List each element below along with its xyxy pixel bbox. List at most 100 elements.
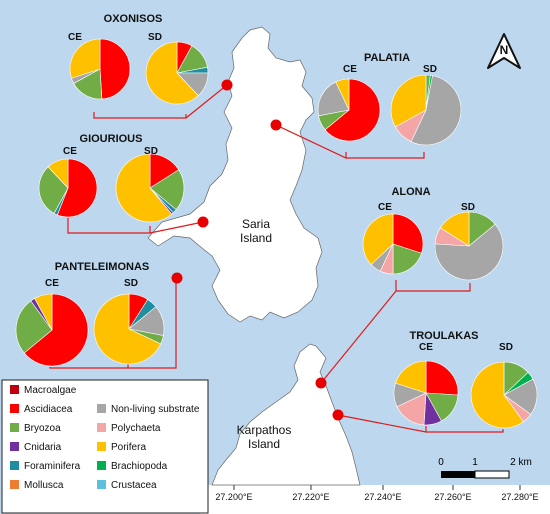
legend-item-macroalgae: Macroalgae bbox=[10, 385, 77, 396]
pie-slice-porifera bbox=[335, 78, 350, 111]
pie-slice-ascidiacea bbox=[99, 38, 131, 100]
pie-slice-ascidiacea bbox=[425, 360, 459, 396]
saria-island bbox=[147, 26, 323, 323]
scale-bar-black bbox=[441, 471, 475, 478]
site-title: PANTELEIMONAS bbox=[55, 261, 150, 273]
pie-slice-ascidiacea bbox=[324, 78, 381, 142]
legend-label: Mollusca bbox=[24, 480, 64, 491]
connector-panteleimonas bbox=[49, 278, 177, 369]
legend-item-brachiopoda: Brachiopoda bbox=[97, 461, 168, 472]
pie-slice-porifera bbox=[93, 293, 162, 365]
pie-slice-non-living-substrate bbox=[317, 81, 350, 117]
legend-swatch bbox=[97, 423, 106, 432]
scale-bar-white bbox=[474, 470, 510, 479]
legend-swatch bbox=[97, 442, 106, 451]
legend-item-mollusca: Mollusca bbox=[10, 480, 64, 491]
axis-strip bbox=[200, 485, 550, 514]
lon-tick-4: 27.280°E bbox=[501, 492, 538, 502]
sd-label: SD bbox=[124, 278, 138, 289]
oxonisos-sd-pie bbox=[145, 41, 209, 105]
ce-label: CE bbox=[343, 64, 357, 75]
site-title: OXONISOS bbox=[104, 13, 163, 25]
ce-label: CE bbox=[45, 278, 59, 289]
legend-label: Non-living substrate bbox=[111, 404, 200, 415]
legend-label: Porifera bbox=[111, 442, 146, 453]
site-marker-alona bbox=[315, 377, 327, 389]
legend-swatch bbox=[10, 385, 19, 394]
pie-slice-porifera bbox=[47, 158, 69, 189]
sd-label: SD bbox=[148, 32, 162, 43]
pie-slice-porifera bbox=[470, 361, 524, 429]
panteleimonas-ce-pie bbox=[15, 293, 89, 367]
scale-tick-2: 2 km bbox=[510, 457, 532, 468]
giourious-ce-pie bbox=[38, 158, 98, 218]
legend-swatch bbox=[10, 480, 19, 489]
lon-tick-0: 27.200°E bbox=[215, 492, 252, 502]
alona-sd-pie bbox=[434, 211, 504, 281]
legend-item-cnidaria: Cnidaria bbox=[10, 442, 62, 453]
site-marker-oxonisos bbox=[221, 79, 233, 91]
oxonisos-ce-pie bbox=[69, 38, 131, 100]
pie-slice-non-living-substrate bbox=[410, 75, 462, 146]
connector-palatia bbox=[275, 124, 425, 159]
sd-label: SD bbox=[423, 64, 437, 75]
site-marker-panteleimonas bbox=[171, 272, 183, 284]
pie-slice-porifera bbox=[145, 41, 199, 105]
troulakas-ce-pie bbox=[393, 360, 459, 426]
scale-bar: 0 1 2 km bbox=[438, 457, 532, 479]
connector-giourious bbox=[67, 218, 204, 234]
site-title: PALATIA bbox=[364, 52, 410, 64]
legend-item-ascidiacea: Ascidiacea bbox=[10, 404, 73, 415]
palatia-sd-pie bbox=[390, 74, 462, 146]
legend-swatch bbox=[10, 423, 19, 432]
legend-label: Foraminifera bbox=[24, 461, 81, 472]
legend-item-polychaeta: Polychaeta bbox=[97, 423, 161, 434]
legend-label: Polychaeta bbox=[111, 423, 161, 434]
site-panteleimonas: PANTELEIMONAS CE SD bbox=[15, 261, 165, 367]
longitude-axis: 27.200°E 27.220°E 27.240°E 27.260°E 27.2… bbox=[215, 485, 539, 502]
ce-label: CE bbox=[419, 342, 433, 353]
sd-label: SD bbox=[461, 202, 475, 213]
legend-label: Brachiopoda bbox=[111, 461, 168, 472]
connectors bbox=[49, 79, 504, 433]
site-palatia: PALATIA CE SD bbox=[317, 52, 462, 146]
troulakas-sd-pie bbox=[470, 361, 538, 429]
pie-slice-bryozoa bbox=[38, 166, 69, 214]
legend-label: Ascidiacea bbox=[24, 404, 73, 415]
legend-item-crustacea: Crustacea bbox=[97, 480, 157, 491]
pie-slice-bryozoa bbox=[15, 300, 53, 354]
legend-label: Bryozoa bbox=[24, 423, 61, 434]
connector-oxonisos bbox=[93, 84, 228, 119]
pie-slice-bryozoa bbox=[149, 169, 185, 211]
north-arrow: N bbox=[487, 33, 521, 69]
legend-label: Cnidaria bbox=[24, 442, 62, 453]
legend-item-porifera: Porifera bbox=[97, 442, 146, 453]
panteleimonas-sd-pie bbox=[93, 293, 165, 365]
legend-label: Crustacea bbox=[111, 480, 157, 491]
site-marker-palatia bbox=[270, 119, 282, 131]
site-title: GIOURIOUS bbox=[80, 133, 143, 145]
legend-item-bryozoa: Bryozoa bbox=[10, 423, 61, 434]
pie-slice-ascidiacea bbox=[56, 158, 98, 218]
pie-slice-ascidiacea bbox=[23, 293, 89, 367]
pie-slice-porifera bbox=[115, 153, 173, 223]
scale-tick-0: 0 bbox=[438, 457, 444, 468]
pie-slice-porifera bbox=[439, 211, 470, 247]
legend-item-non-living-substrate: Non-living substrate bbox=[97, 404, 200, 415]
legend-swatch bbox=[10, 404, 19, 413]
legend-swatch bbox=[97, 480, 106, 489]
pie-slice-porifera bbox=[390, 74, 427, 128]
ce-label: CE bbox=[63, 146, 77, 157]
site-marker-giourious bbox=[197, 216, 209, 228]
alona-ce-pie bbox=[362, 213, 424, 275]
site-title: TROULAKAS bbox=[409, 330, 478, 342]
